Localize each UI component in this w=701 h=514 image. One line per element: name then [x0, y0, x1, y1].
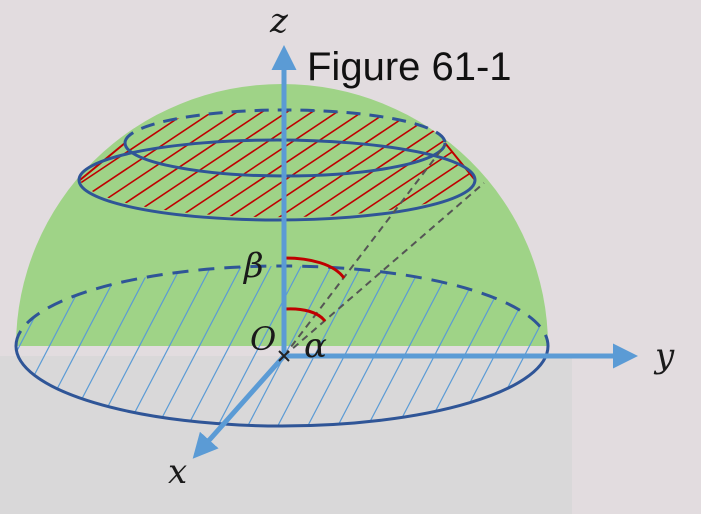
guide-line-alpha	[283, 144, 446, 357]
base-ellipse-front	[14, 345, 550, 428]
cap-right-edge	[444, 142, 476, 181]
x-axis	[192, 354, 286, 459]
origin-label: O	[250, 320, 276, 358]
figure-title: Figure 61-1	[307, 45, 512, 89]
beta-label: β	[242, 246, 264, 286]
cap-lower-ellipse	[77, 138, 477, 222]
guide-line-beta	[283, 182, 485, 357]
origin-mark	[278, 350, 290, 362]
alpha-label: α	[304, 326, 327, 366]
z-axis-label: z	[269, 1, 289, 41]
floor-plane	[0, 356, 572, 514]
beta-arc	[284, 256, 346, 279]
y-axis-label: y	[653, 336, 675, 376]
alpha-arc	[284, 307, 327, 323]
x-axis-label: x	[168, 452, 187, 492]
